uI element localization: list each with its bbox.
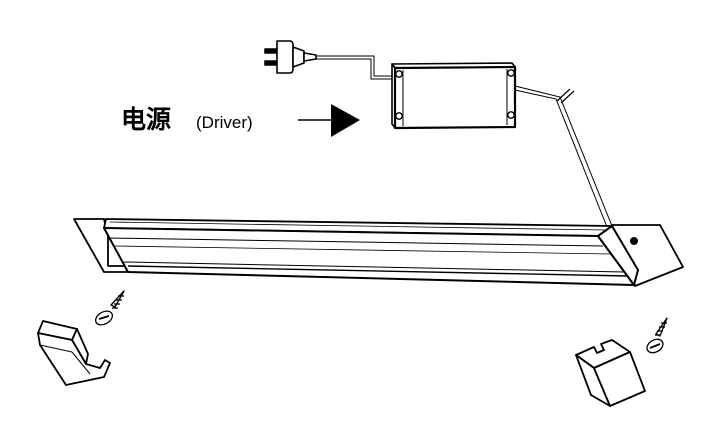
mounting-screw-right xyxy=(646,317,668,354)
mounting-screw-left xyxy=(94,290,125,326)
power-cable xyxy=(316,55,392,80)
led-bar xyxy=(73,218,684,287)
plug-icon xyxy=(264,40,317,74)
driver-box xyxy=(391,62,517,130)
arrow-icon xyxy=(298,104,360,137)
driver-label-en: (Driver) xyxy=(196,113,253,132)
mounting-clip-left xyxy=(37,320,111,386)
right-end-cap xyxy=(597,225,639,286)
output-cable xyxy=(514,85,613,228)
driver-label-cn: 电源 xyxy=(121,105,171,134)
mounting-clip-right xyxy=(575,339,646,407)
driver-label: 电源 (Driver) xyxy=(121,105,253,134)
